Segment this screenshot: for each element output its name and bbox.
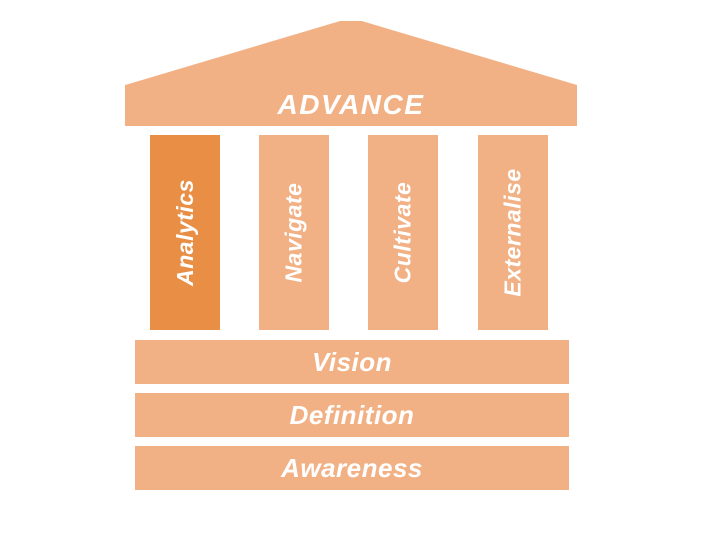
pediment-label: ADVANCE <box>277 88 425 120</box>
foundation-bar-definition: Definition <box>135 393 569 437</box>
pillar-analytics-label: Analytics <box>171 179 198 286</box>
foundation-bar-vision: Vision <box>135 340 569 384</box>
pediment-roof: ADVANCE <box>125 21 577 126</box>
foundation-bar-awareness: Awareness <box>135 446 569 490</box>
pillar-externalise: Externalise <box>478 135 548 330</box>
pillar-cultivate-label: Cultivate <box>389 181 416 284</box>
pillar-navigate: Navigate <box>259 135 329 330</box>
pillar-analytics: Analytics <box>150 135 220 330</box>
pillar-cultivate: Cultivate <box>368 135 438 330</box>
pillar-navigate-label: Navigate <box>280 182 307 283</box>
pillar-externalise-label: Externalise <box>499 168 526 297</box>
